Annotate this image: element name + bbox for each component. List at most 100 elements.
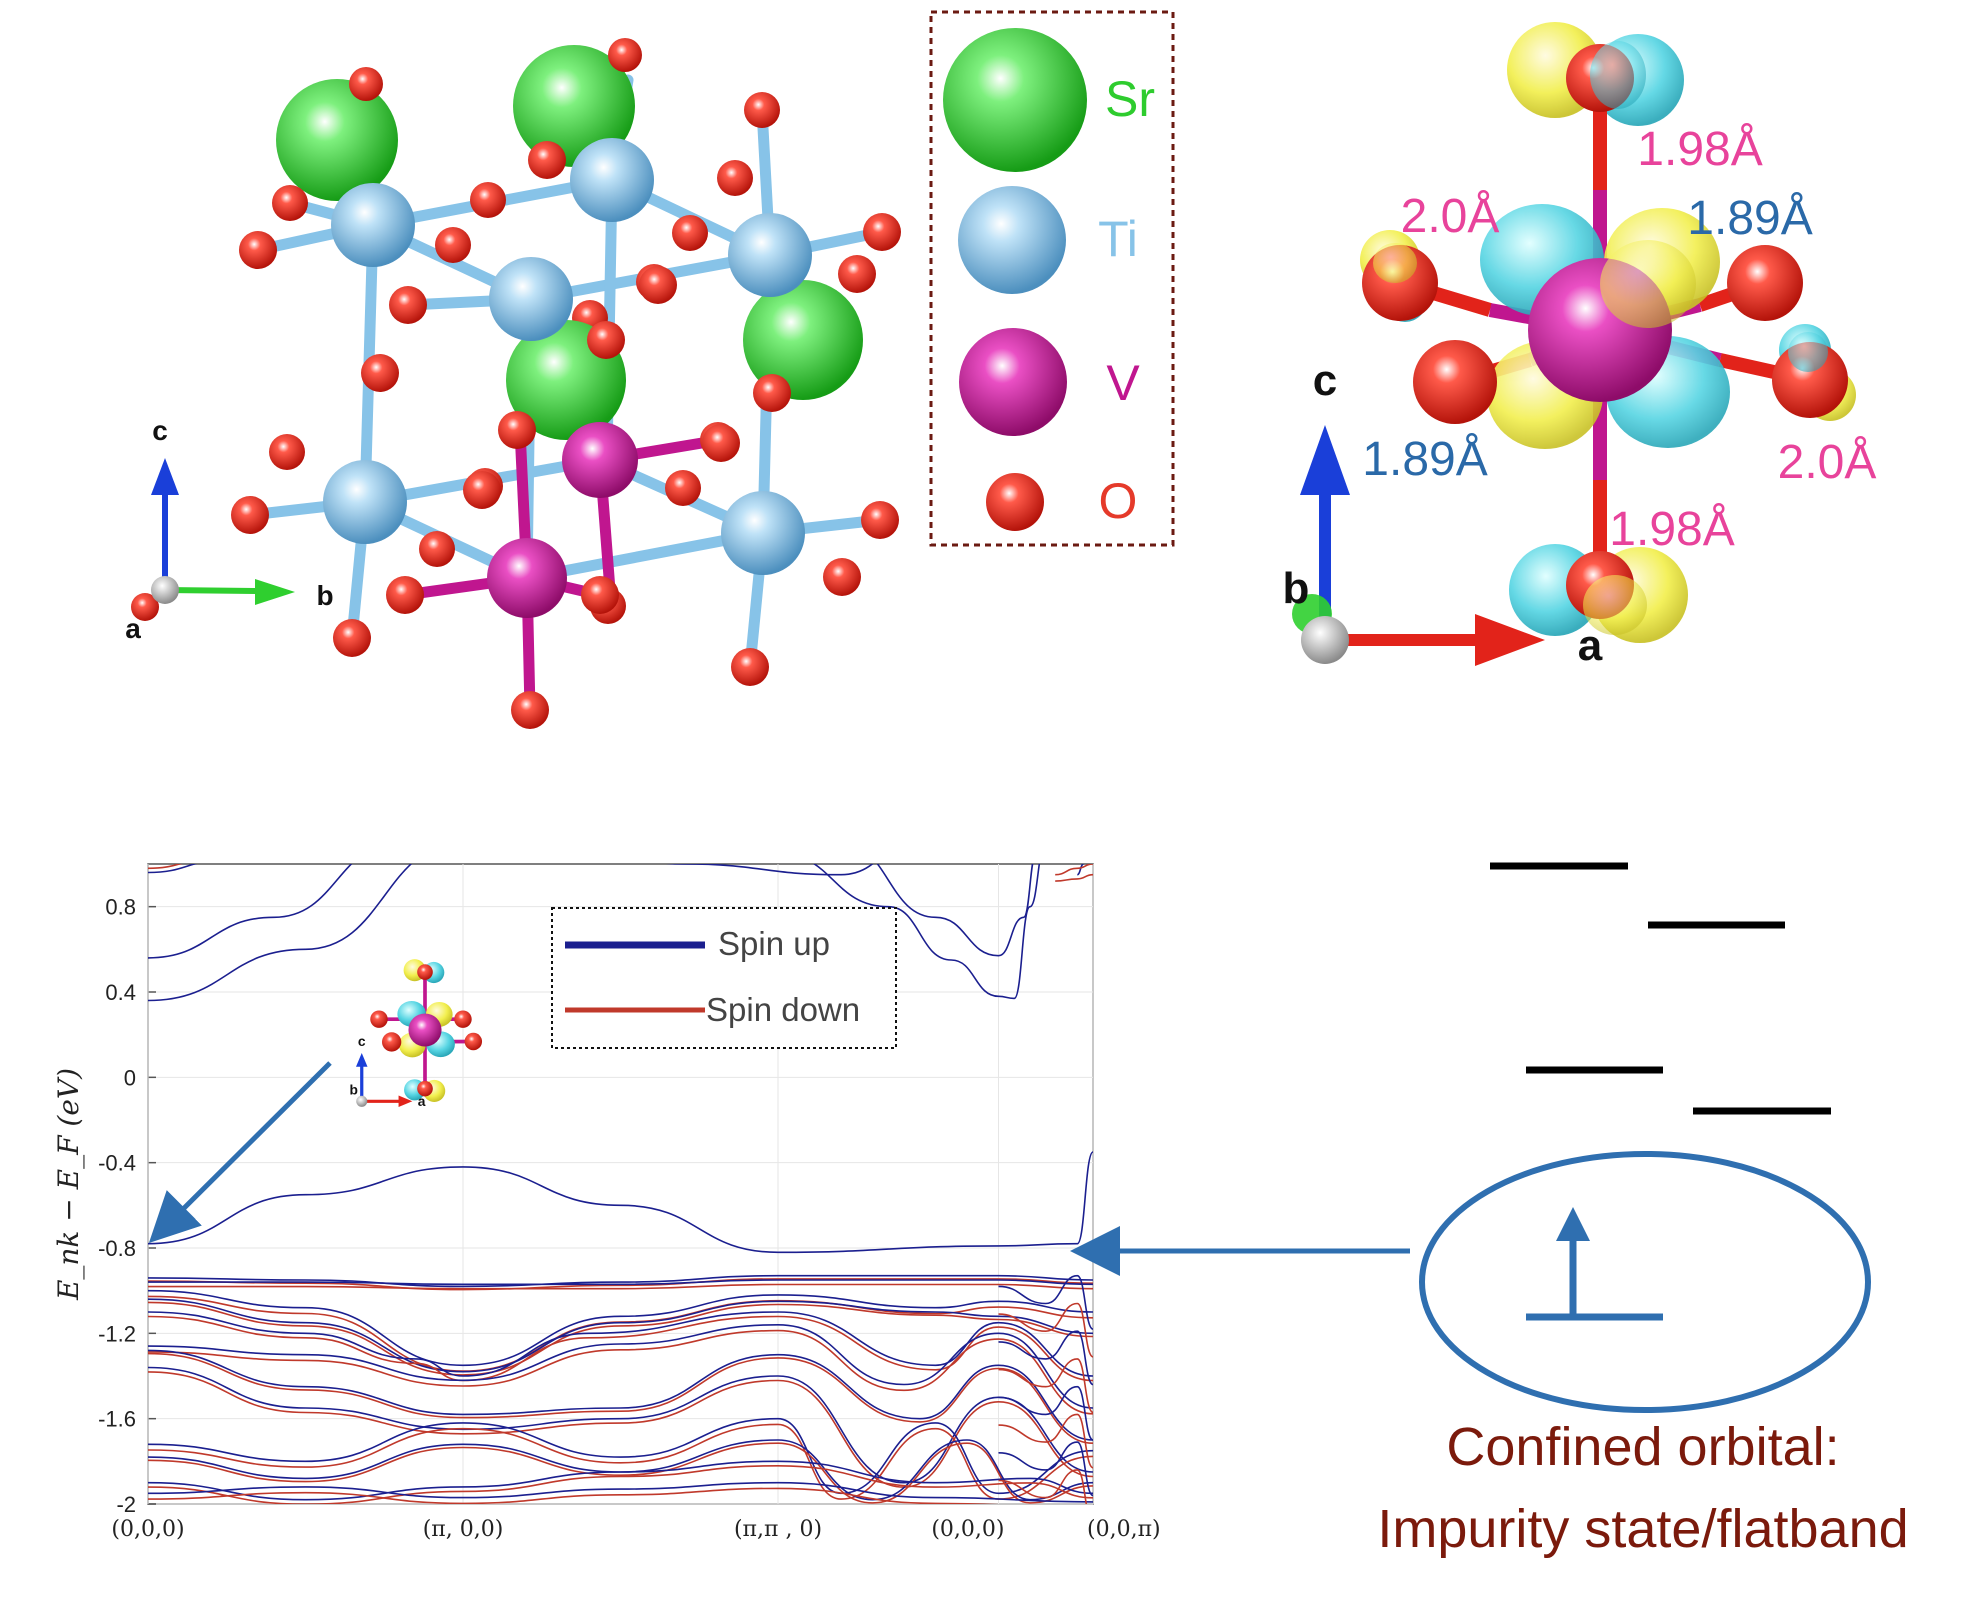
- y-axis-label: E_nk − E_F (eV): [52, 1068, 85, 1301]
- band-line: [998, 1413, 1093, 1469]
- x-tick-label: (π,π , 0): [734, 1517, 822, 1542]
- b-axis-arrow-icon: [255, 579, 295, 605]
- atom-legend-frame: [929, 10, 1175, 547]
- bond-length-bottom: 1.98Å: [1609, 503, 1734, 556]
- o-atoms-front: [231, 92, 901, 729]
- a-axis-label: a: [125, 613, 141, 644]
- band-line: [148, 1289, 1093, 1367]
- band-line: [148, 1278, 1093, 1291]
- legend-sr-label: Sr: [1105, 71, 1155, 127]
- y-tick-label: 0.4: [105, 980, 136, 1005]
- band-line: [148, 1329, 1093, 1415]
- band-line: [148, 1311, 1093, 1377]
- band-line: [998, 1274, 1093, 1330]
- band-line: [148, 1323, 1093, 1409]
- crystal-structure: c b a: [125, 38, 901, 729]
- legend-o-sphere: [986, 473, 1044, 531]
- band-line: [148, 1283, 1093, 1290]
- band-line: [148, 1442, 1093, 1504]
- bond-length-left-lower: 1.89Å: [1362, 433, 1487, 486]
- bond-length-left-upper: 2.0Å: [1401, 190, 1500, 243]
- bond-length-top: 1.98Å: [1637, 123, 1762, 176]
- y-tick-labels: 0.80.40-0.4-0.8-1.2-1.6-2: [98, 895, 136, 1517]
- confined-orbital-ellipse: [1419, 1151, 1871, 1413]
- x-tick-label: (0,0,π): [1087, 1517, 1161, 1542]
- chart-legend: Spin up Spin down: [551, 907, 897, 1049]
- caption-line-1: Confined orbital:: [1446, 1417, 1839, 1477]
- bond-length-right-lower: 2.0Å: [1778, 436, 1877, 489]
- band-line: [148, 1352, 1093, 1444]
- band-line: [998, 1469, 1088, 1504]
- inset-pointer-arrow: [148, 1061, 332, 1244]
- band-line: [148, 864, 198, 874]
- c-axis-label: c: [1313, 356, 1337, 405]
- y-tick-label: 0.8: [105, 895, 136, 920]
- inset-a-axis-label: a: [418, 1094, 426, 1109]
- caption-line-2: Impurity state/flatband: [1377, 1499, 1908, 1559]
- inset-b-axis-label: b: [349, 1082, 357, 1097]
- band-line: [998, 1302, 1093, 1358]
- energy-level-diagram: Confined orbital: Impurity state/flatban…: [1070, 862, 1909, 1559]
- b-axis-label: b: [1283, 564, 1310, 613]
- gridlines: [147, 864, 1094, 1505]
- band-line: [148, 1460, 1093, 1501]
- band-line: [1055, 873, 1093, 882]
- flatband-line: [148, 1151, 1093, 1254]
- sr-atoms-back: [276, 45, 635, 201]
- v-atoms: [487, 422, 638, 618]
- axes-indicator-right: c b a: [1283, 356, 1603, 670]
- ti-atoms: [323, 138, 812, 575]
- band-line: [1055, 864, 1093, 876]
- band-line: [1076, 864, 1084, 876]
- band-line: [998, 1441, 1093, 1497]
- y-tick-label: -2: [116, 1492, 136, 1517]
- x-tick-label: (0,0,0): [931, 1517, 1004, 1542]
- band-line: [148, 1487, 1001, 1504]
- band-line: [666, 864, 874, 876]
- band-line: [148, 1274, 1093, 1288]
- band-line: [148, 1481, 1093, 1503]
- b-axis-label: b: [316, 580, 333, 611]
- band-line: [148, 1439, 1093, 1501]
- atom-legend: Sr Ti V O: [929, 10, 1175, 547]
- band-line: [998, 1385, 1093, 1441]
- band-line: [148, 864, 413, 1002]
- y-tick-label: -1.6: [98, 1407, 136, 1432]
- legend-spin-down-label: Spin down: [706, 991, 860, 1028]
- x-tick-label: (0,0,0): [111, 1517, 184, 1542]
- legend-v-sphere: [959, 328, 1067, 436]
- band-line: [148, 1366, 1093, 1484]
- band-line: [148, 1298, 1093, 1373]
- legend-ti-label: Ti: [1098, 211, 1138, 267]
- band-line: [148, 864, 183, 870]
- x-tick-label: (π, 0,0): [423, 1517, 504, 1542]
- legend-o-label: O: [1099, 473, 1138, 529]
- y-tick-label: -0.8: [98, 1236, 136, 1261]
- inset-c-axis-label: c: [358, 1034, 366, 1049]
- band-line: [148, 1417, 1093, 1495]
- band-line: [148, 1279, 1093, 1286]
- band-line: [148, 1423, 1093, 1500]
- vo6-octahedron: 1.98Å 1.98Å 2.0Å 2.0Å 1.89Å 1.89Å c b a: [1283, 22, 1877, 670]
- legend-spin-up-label: Spin up: [718, 925, 830, 962]
- y-tick-label: -0.4: [98, 1151, 136, 1176]
- c-axis-arrow-icon: [1300, 425, 1350, 495]
- legend-ti-sphere: [958, 186, 1066, 294]
- bond-length-right-upper: 1.89Å: [1687, 192, 1812, 245]
- band-line: [148, 1464, 1093, 1504]
- band-structure-chart: 0.80.40-0.4-0.8-1.2-1.6-2 (0,0,0)(π, 0,0…: [52, 863, 1161, 1542]
- orbital-lobes-front: [1373, 41, 1828, 635]
- c-axis-arrow-icon: [151, 458, 179, 495]
- c-axis-label: c: [152, 415, 168, 446]
- spin-up-arrow-icon: [1556, 1207, 1590, 1241]
- band-line: [148, 1301, 1093, 1376]
- a-axis-arrow-icon: [1475, 614, 1545, 666]
- band-line: [148, 1349, 1093, 1441]
- x-tick-labels: (0,0,0) (π, 0,0) (π,π , 0) (0,0,0) (0,0,π): [111, 1517, 1160, 1542]
- legend-v-label: V: [1106, 355, 1140, 411]
- band-line: [998, 1358, 1093, 1414]
- band-line: [148, 1371, 1093, 1488]
- inset-orbital: c b a: [349, 959, 483, 1109]
- legend-sr-sphere: [943, 28, 1087, 172]
